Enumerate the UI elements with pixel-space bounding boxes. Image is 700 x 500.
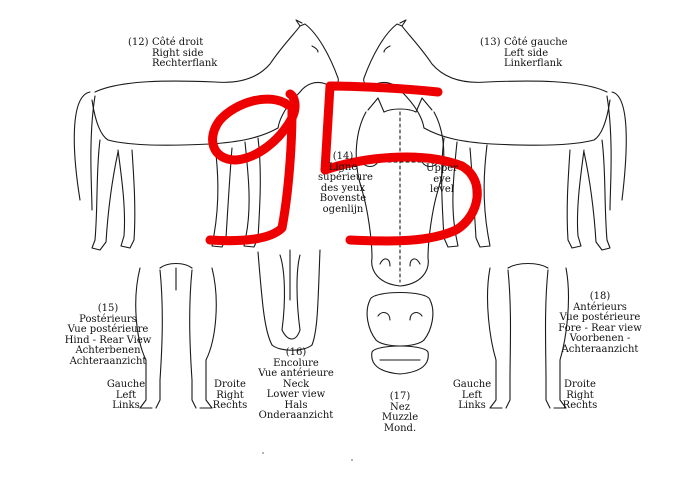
label-line: Bovenste (319, 193, 367, 204)
label-line: Right (566, 389, 594, 401)
label-line: Left (115, 389, 137, 401)
label-line: Hals (284, 399, 308, 411)
label-fore-right: Droite Right Rechts (558, 379, 602, 412)
label-line: Postérieurs (79, 313, 137, 325)
label-line: Left (461, 389, 483, 401)
label-line: Encolure (273, 357, 319, 369)
label-number: (18) (589, 291, 611, 302)
label-muzzle-view: (17) Nez Muzzle Mond. (375, 391, 425, 434)
label-upper-eye-level: Upper eye level (424, 163, 460, 196)
label-line: Droite (564, 379, 596, 390)
label-line: Hind - Rear View (64, 334, 152, 346)
label-number: (15) (97, 303, 119, 314)
label-line: Ligne (328, 161, 358, 173)
label-line: Rechts (212, 400, 248, 411)
handwritten-number-95 (205, 81, 482, 246)
label-number: (12) (128, 37, 149, 48)
label-left-side: (13) Côté gauche Left side Linkerflank (480, 37, 568, 70)
label-line: ogenlijn (322, 203, 364, 215)
label-hind-left: Gauche Left Links (104, 379, 148, 412)
label-line: Muzzle (381, 412, 419, 423)
label-line: Achterbenen (75, 345, 141, 356)
label-line: Fore - Rear view (558, 322, 642, 334)
label-number: (17) (389, 391, 411, 402)
label-line: Vue postérieure (559, 312, 641, 323)
label-line: Mond. (383, 422, 417, 434)
label-line: Lower view (266, 389, 326, 400)
label-head-front: (14) Ligne supérieure des yeux Bovenste … (318, 151, 373, 215)
label-line: Right side (152, 47, 204, 59)
label-line: Upper (426, 163, 458, 174)
label-line: Left side (504, 47, 549, 59)
label-number: (13) (480, 37, 501, 48)
label-line: Rechterflank (152, 58, 218, 69)
scan-speck (351, 459, 353, 461)
label-line: Achteraanzicht (69, 355, 147, 367)
label-line: Right (216, 389, 244, 401)
horse-neck-lower-view (257, 249, 321, 351)
label-line: Rechts (562, 400, 598, 411)
label-line: Links (458, 400, 486, 411)
label-line: supérieure (318, 172, 373, 183)
label-line: Gauche (452, 379, 492, 390)
label-line: Onderaanzicht (258, 410, 334, 421)
label-number: (16) (285, 347, 307, 358)
label-hind-view: (15) Postérieurs Vue postérieure Hind - … (60, 303, 156, 367)
label-line: Links (112, 400, 140, 411)
label-line: Voorbenen - (569, 333, 631, 344)
label-fore-left: Gauche Left Links (450, 379, 494, 412)
label-number: (14) (332, 151, 354, 162)
label-line: Neck (282, 378, 310, 390)
label-line: level (430, 184, 454, 195)
label-line: Linkerflank (504, 58, 563, 69)
horse-muzzle-view (366, 292, 434, 375)
label-line: Côté droit (152, 37, 204, 48)
label-line: Gauche (106, 379, 146, 390)
label-hind-right: Droite Right Rechts (208, 379, 252, 412)
label-line: Vue antérieure (258, 368, 334, 379)
horse-right-side-view (73, 19, 339, 251)
label-line: eye (433, 173, 451, 185)
label-neck-view: (16) Encolure Vue antérieure Neck Lower … (252, 347, 340, 422)
label-line: Droite (214, 379, 246, 390)
label-line: des yeux (320, 182, 366, 194)
label-fore-view: (18) Antérieurs Vue postérieure Fore - R… (552, 291, 648, 355)
label-line: Nez (390, 401, 410, 413)
label-line: Antérieurs (573, 301, 627, 313)
horse-hind-rear-view (135, 262, 217, 409)
scan-speck (262, 452, 264, 454)
label-line: Côté gauche (504, 37, 568, 48)
horse-fore-rear-view (486, 262, 570, 409)
label-line: Vue postérieure (67, 324, 149, 335)
label-right-side: (12) Côté droit Right side Rechterflank (128, 37, 218, 70)
label-line: Achteraanzicht (561, 343, 639, 355)
